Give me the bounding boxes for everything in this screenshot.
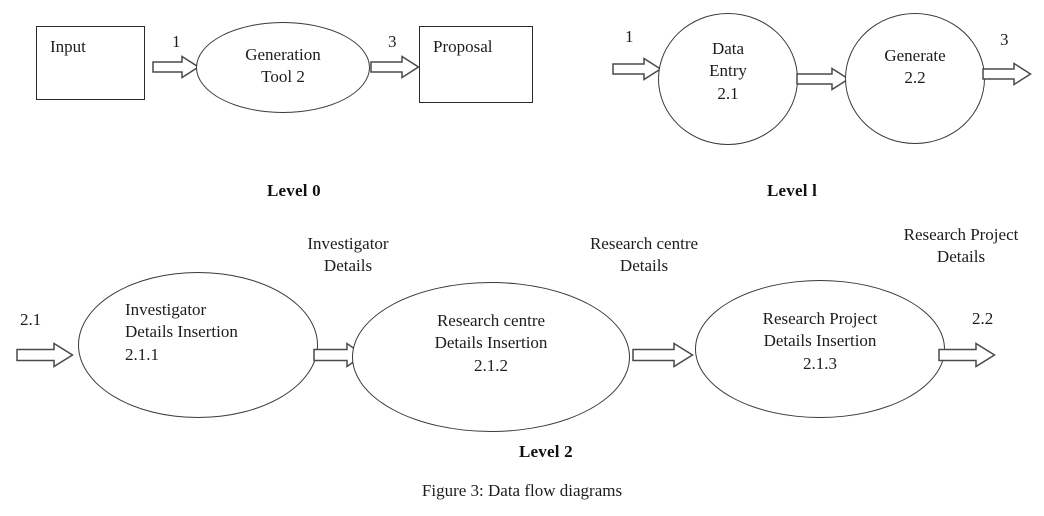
level0-external-entity-input (36, 26, 145, 100)
level2-process-investigator-details-insertion (78, 272, 318, 418)
level2-flow-label-research-centre-details: Research centre Details (589, 234, 699, 276)
level0-input-label: Input (50, 37, 86, 56)
level0-flow-out-number: 3 (388, 32, 397, 51)
level0-process-generation-tool (196, 22, 370, 113)
level2-flow-in-number: 2.1 (20, 310, 42, 329)
level2-process-3-label: Research Project Details Insertion 2.1.3 (762, 309, 878, 373)
level2-process-1-label: Investigator Details Insertion 2.1.1 (125, 300, 238, 364)
level1-caption: Level l (767, 181, 818, 200)
level1-flow-middle-arrow-icon (796, 67, 850, 91)
level1-process-generate-label: Generate 2.2 (884, 46, 946, 88)
level2-flow-label-research-project-details: Research Project Details (903, 225, 1019, 267)
level2-process-research-centre-details-insertion (352, 282, 630, 432)
level1-flow-out-number: 3 (1000, 30, 1009, 49)
level0-caption: Level 0 (267, 181, 321, 200)
level2-flow-out-number: 2.2 (972, 309, 994, 328)
level2-caption: Level 2 (519, 442, 573, 461)
level1-process-generate (845, 13, 985, 144)
level2-process-research-project-details-insertion (695, 280, 945, 418)
level0-flow-in-arrow-icon (152, 55, 200, 79)
level0-process-label: Generation Tool 2 (245, 45, 321, 87)
level0-flow-out-arrow-icon (370, 55, 420, 79)
level2-flow-arrow-2-icon (632, 342, 694, 368)
level1-flow-out-arrow-icon (982, 62, 1032, 86)
level1-flow-in-number: 1 (625, 27, 634, 46)
level0-proposal-label: Proposal (433, 37, 493, 56)
level1-flow-in-arrow-icon (612, 57, 662, 81)
level2-flow-in-arrow-icon (16, 342, 74, 368)
level2-flow-label-investigator-details: Investigator Details (307, 234, 389, 276)
level1-process-data-entry-label: Data Entry 2.1 (709, 39, 747, 103)
level0-flow-in-number: 1 (172, 32, 181, 51)
level2-process-2-label: Research centre Details Insertion 2.1.2 (434, 311, 548, 375)
figure-caption: Figure 3: Data flow diagrams (421, 481, 623, 500)
level1-process-data-entry (658, 13, 798, 145)
level0-external-entity-proposal (419, 26, 533, 103)
level2-flow-out-arrow-icon (938, 342, 996, 368)
